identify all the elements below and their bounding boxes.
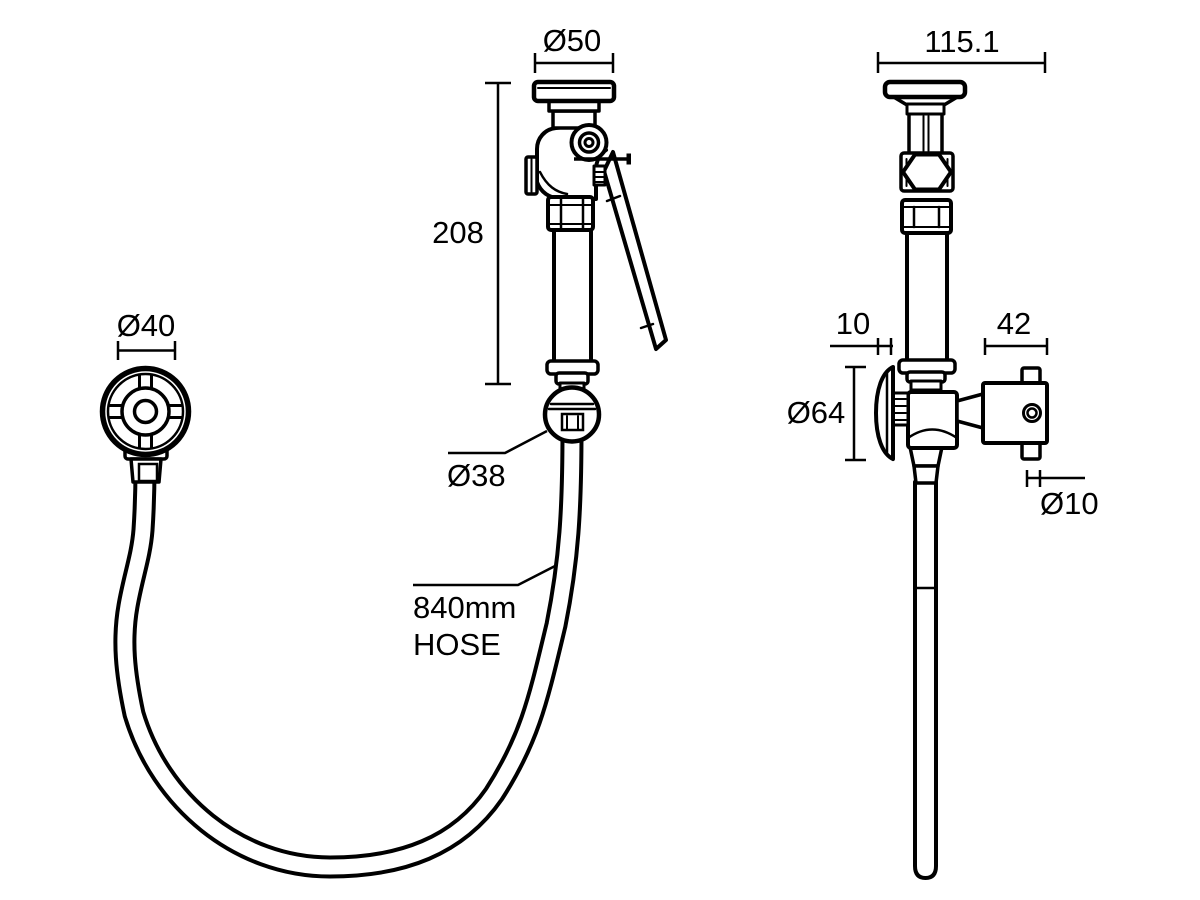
spray-face-ring [106,372,185,451]
dim-label-dia38: Ø38 [447,458,506,493]
hose-label-line1: 840mm [413,590,516,625]
coupling-nut [546,195,595,232]
head-flange [531,79,617,104]
dim-offset-10: 10 [830,306,893,355]
dim-label-115: 115.1 [924,24,999,59]
spray-pin-cap [626,153,631,165]
hose-curve [113,429,584,879]
drop-pipe [913,480,938,880]
front-neck [907,111,944,156]
spray-face-center-hole [132,398,159,425]
lever-joint-upper [605,194,622,203]
dim-dia50: Ø50 [533,23,615,73]
valve-body-contour [538,170,569,196]
spray-face-spokes [108,374,183,449]
bracket-block [981,381,1049,445]
outlet-adapter [955,392,985,430]
dim-height-208: 208 [432,81,511,386]
pivot-pin-inner [583,137,595,148]
hose-callout: 840mm HOSE [413,563,558,662]
dim-label-10: 10 [836,306,870,341]
wall-flange [874,365,895,461]
front-handle-tube [905,231,949,363]
lower-connector-2 [912,464,940,485]
dim-dia10: Ø10 [1025,470,1099,521]
dim-dia40: Ø40 [117,308,177,360]
dim-bracket-42: 42 [983,306,1049,355]
bracket-screw-hole-outer [1022,403,1042,423]
front-coupling-nut [900,198,953,235]
elbow-dome [906,428,959,440]
hex-nut [901,152,953,192]
front-view: 115.1 10 42 Ø64 Ø10 [787,24,1099,880]
valve-stem-rib [592,164,607,187]
elbow-body [906,390,959,450]
dim-label-dia40: Ø40 [117,308,176,343]
dim-label-dia50: Ø50 [543,23,602,58]
bracket-screw-hole-inner [1026,407,1038,419]
handle-tube [552,228,593,364]
dim-width-115: 115.1 [876,24,1047,73]
top-view: Ø40 [99,308,192,484]
front-head-flange [882,79,968,100]
front-collar-band-3 [909,379,943,392]
hose-label-line2: HOSE [413,627,501,662]
dim-dia64: Ø64 [787,365,866,462]
dim-label-dia64: Ø64 [787,395,846,430]
front-head-band [905,102,946,116]
trigger-lever [602,150,668,351]
top-view-fitting-notch [137,462,159,483]
hose-inner-white [117,429,580,875]
dim-label-42: 42 [997,306,1031,341]
ball-connector [560,412,585,432]
dim-label-208: 208 [432,215,484,250]
dim-label-dia10: Ø10 [1040,486,1099,521]
lever-joint-lower [639,322,655,330]
dim-dia38: Ø38 [447,429,548,493]
side-view: Ø50 208 Ø38 840mm HOSE [413,23,668,662]
